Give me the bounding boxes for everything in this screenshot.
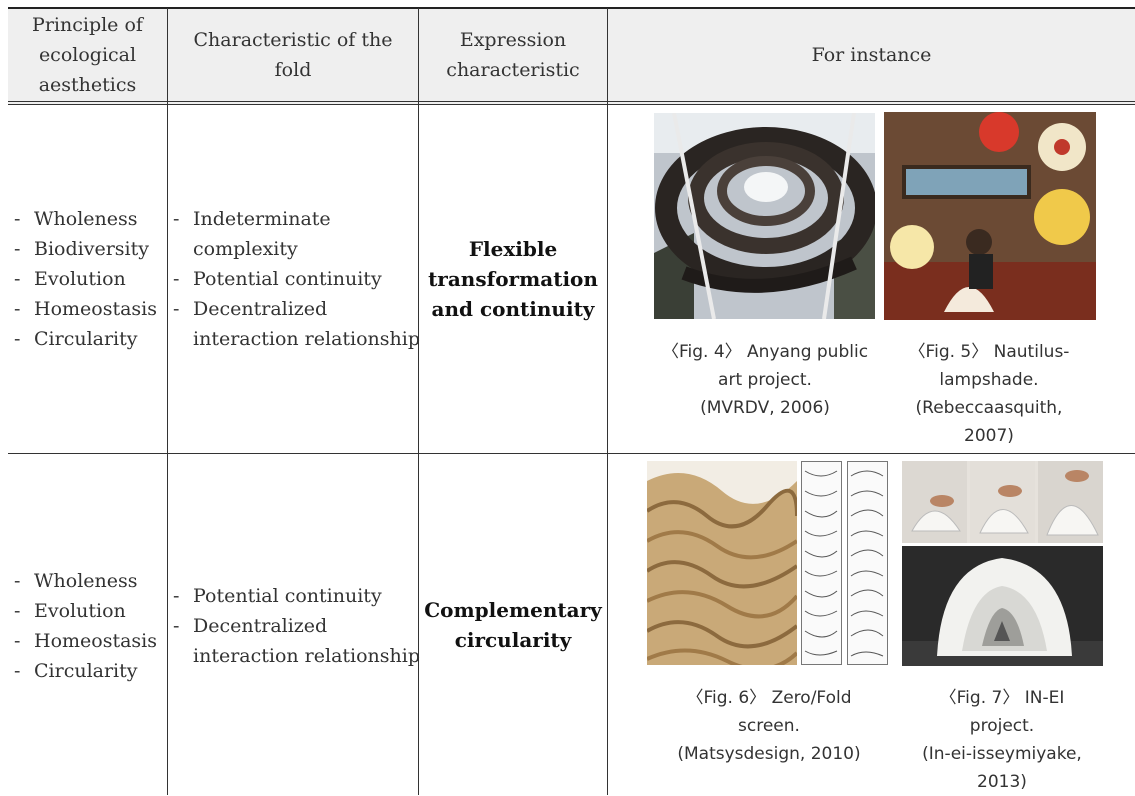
fig7-caption: 〈Fig. 7〉 IN-EI project. (In-ei-isseymiya… [922, 688, 1082, 792]
header-background [8, 8, 1135, 104]
column-divider-1 [167, 8, 168, 795]
row2-fold-list: -Potential continuity -Decentralized int… [173, 581, 420, 671]
list-item: -Homeostasis [14, 298, 157, 320]
list-item: -Circularity [14, 328, 138, 350]
list-item: -Homeostasis [14, 630, 157, 652]
row1-principles-list: -Wholeness -Biodiversity -Evolution -Hom… [14, 204, 157, 354]
header-fold: Characteristic of the fold [193, 29, 393, 81]
table-top-rule [8, 7, 1135, 9]
list-item: interaction relationship [193, 328, 421, 350]
header-rule-double [8, 104, 1135, 105]
fig6-caption: 〈Fig. 6〉 Zero/Fold screen. (Matsysdesign… [677, 688, 861, 764]
list-item: -Indeterminate [173, 208, 331, 230]
header-rule [8, 101, 1135, 102]
list-item: -Decentralized [173, 615, 328, 637]
list-item: -Decentralized [173, 298, 328, 320]
row1-fold-list: -Indeterminate complexity -Potential con… [173, 204, 420, 354]
header-expression: Expression characteristic [446, 29, 580, 81]
row1-expression: Flexible transformation and continuity [428, 237, 598, 321]
fig7-image-sequence [902, 461, 1103, 543]
row2-expression: Complementary circularity [424, 597, 602, 652]
row2-principles-list: -Wholeness -Evolution -Homeostasis -Circ… [14, 566, 157, 686]
fig7-image-lamp [902, 546, 1103, 666]
column-divider-2 [418, 8, 419, 795]
list-item: -Wholeness [14, 208, 138, 230]
column-divider-3 [607, 8, 608, 795]
list-item: -Potential continuity [173, 585, 382, 607]
fig6-drawing-right [847, 461, 888, 665]
list-item: -Wholeness [14, 570, 138, 592]
header-principle: Principle of ecological aesthetics [32, 14, 143, 96]
list-item: -Circularity [14, 660, 138, 682]
list-item: -Potential continuity [173, 268, 382, 290]
fig5-image [884, 112, 1096, 320]
list-item: -Biodiversity [14, 238, 149, 260]
list-item: interaction relationship [193, 645, 421, 667]
list-item: -Evolution [14, 268, 126, 290]
fig4-caption: 〈Fig. 4〉 Anyang public art project. (MVR… [661, 342, 869, 418]
fig4-image [654, 113, 875, 319]
fig6-image [647, 461, 797, 665]
row-divider [8, 453, 1135, 454]
fig6-drawing-left [801, 461, 842, 665]
list-item: -Evolution [14, 600, 126, 622]
header-instance: For instance [811, 44, 932, 66]
fig5-caption: 〈Fig. 5〉 Nautilus- lampshade. (Rebeccaas… [908, 342, 1070, 446]
list-item: complexity [193, 238, 298, 260]
